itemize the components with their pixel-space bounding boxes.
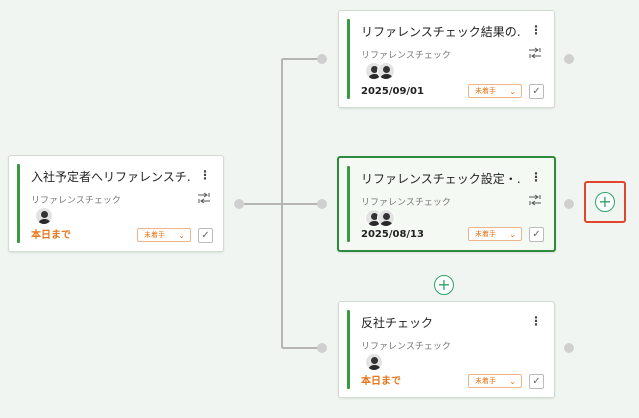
avatar [377,209,395,227]
complete-checkbox[interactable]: ✓ [529,374,544,389]
avatar [35,207,53,225]
due-label: 本日まで [31,230,71,241]
connector-handle[interactable] [317,199,327,209]
chevron-down-icon: ⌄ [509,230,516,239]
due-date: 2025/09/01 [361,86,424,97]
task-card-branch-2[interactable]: リファレンスチェック設定・… ⋮ リファレンスチェック 2025/08/13 未… [337,156,556,252]
more-menu-icon[interactable]: ⋮ [530,314,542,328]
more-menu-icon[interactable]: ⋮ [530,170,542,184]
more-menu-icon[interactable]: ⋮ [199,168,211,182]
card-accent [347,310,350,389]
connector-handle[interactable] [564,199,574,209]
connector-handle[interactable] [564,54,574,64]
connector-handle[interactable] [317,54,327,64]
card-accent [17,164,20,243]
avatar [365,353,383,371]
status-dropdown[interactable]: 未着手 ⌄ [468,84,522,98]
card-title: 反社チェック [361,316,434,330]
card-accent [347,19,350,99]
card-subtitle: リファレンスチェック [361,51,451,61]
swap-arrows-icon[interactable] [197,192,211,204]
card-title: 入社予定者へリファレンスチ… [31,170,191,184]
status-dropdown[interactable]: 未着手 ⌄ [468,374,522,388]
card-subtitle: リファレンスチェック [361,342,451,352]
due-date: 2025/08/13 [361,229,424,240]
status-label: 未着手 [475,377,496,385]
connector-handle[interactable] [234,199,244,209]
swap-arrows-icon[interactable] [528,47,542,59]
card-subtitle: リファレンスチェック [361,198,451,208]
more-menu-icon[interactable]: ⋮ [530,23,542,37]
avatar [377,62,395,80]
chevron-down-icon: ⌄ [509,377,516,386]
status-label: 未着手 [144,231,165,239]
swap-arrows-icon[interactable] [528,194,542,206]
chevron-down-icon: ⌄ [509,87,516,96]
status-dropdown[interactable]: 未着手 ⌄ [468,227,522,241]
add-next-task-button[interactable]: + [595,192,615,212]
due-label: 本日まで [361,376,401,387]
card-title: リファレンスチェック結果の… [361,25,521,39]
status-label: 未着手 [475,230,496,238]
task-card-branch-1[interactable]: リファレンスチェック結果の… ⋮ リファレンスチェック 2025/09/01 未… [338,10,555,108]
complete-checkbox[interactable]: ✓ [529,227,544,242]
highlight-box [584,181,626,223]
complete-checkbox[interactable]: ✓ [529,84,544,99]
task-card-branch-3[interactable]: 反社チェック ⋮ リファレンスチェック 本日まで 未着手 ⌄ ✓ [338,301,555,398]
status-label: 未着手 [475,87,496,95]
chevron-down-icon: ⌄ [178,231,185,240]
connector-handle[interactable] [317,343,327,353]
complete-checkbox[interactable]: ✓ [198,228,213,243]
add-sibling-task-button[interactable]: + [434,275,454,295]
task-card-root[interactable]: 入社予定者へリファレンスチ… ⋮ リファレンスチェック 本日まで 未着手 ⌄ ✓ [8,155,224,252]
connector-handle[interactable] [564,343,574,353]
status-dropdown[interactable]: 未着手 ⌄ [137,228,191,242]
card-subtitle: リファレンスチェック [31,196,121,206]
card-accent [347,166,350,242]
card-title: リファレンスチェック設定・… [361,172,521,186]
